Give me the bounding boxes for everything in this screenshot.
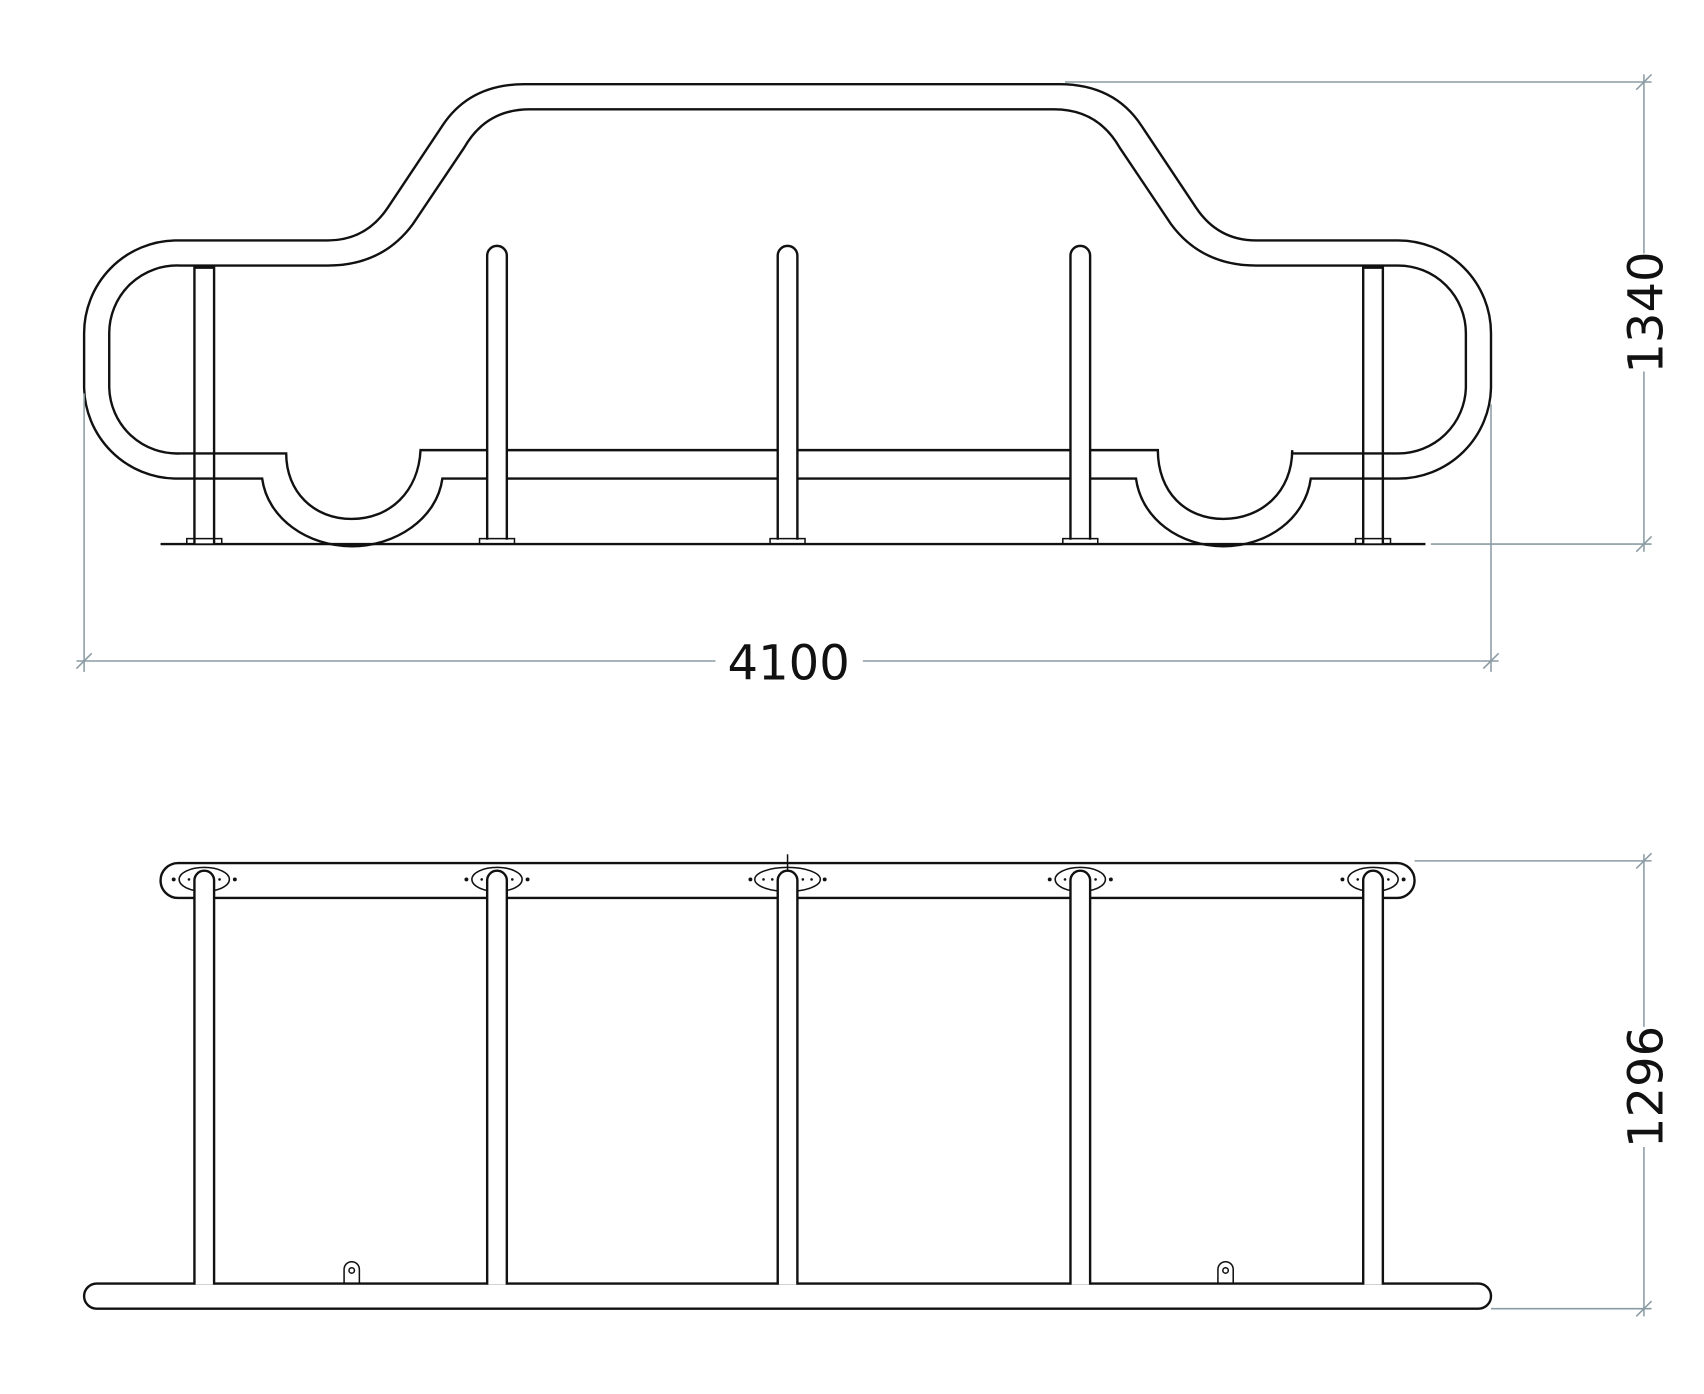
side-view <box>82 83 1493 548</box>
bolt-hole <box>1387 878 1390 881</box>
top-post <box>776 869 799 1285</box>
bolt-hole <box>748 877 753 882</box>
top-posts <box>171 866 1406 1285</box>
top-post <box>1069 869 1092 1285</box>
top-post <box>485 869 509 1285</box>
top-dimensions: 1296 <box>1414 852 1674 1317</box>
width-dimension-label: 4100 <box>728 636 850 692</box>
car-outline-outer <box>82 83 1493 548</box>
bolt-hole <box>770 878 774 881</box>
side-posts <box>186 266 1392 545</box>
height-dimension-label: 1340 <box>1618 251 1674 373</box>
bolt-hole <box>1063 878 1067 881</box>
bolt-hole <box>1047 877 1052 882</box>
base-plate <box>1062 537 1099 545</box>
side-post <box>193 266 216 545</box>
top-post <box>193 869 216 1285</box>
bolt-hole <box>218 878 221 881</box>
front-bar <box>82 1282 1493 1310</box>
side-post <box>485 244 509 540</box>
bolt-hole <box>171 877 176 882</box>
anchor-tab <box>1217 1261 1234 1284</box>
side-post <box>1361 266 1385 545</box>
bolt-hole <box>822 877 827 882</box>
bolt-hole <box>480 878 484 881</box>
base-plate <box>478 537 516 545</box>
base-plate <box>186 537 223 545</box>
bolt-hole <box>1401 877 1406 882</box>
base-plate <box>769 537 806 545</box>
bolt-hole <box>1094 878 1097 881</box>
bolt-hole <box>464 877 469 882</box>
top-view <box>82 854 1493 1310</box>
side-post <box>776 244 799 540</box>
base-plate <box>1354 537 1392 545</box>
side-dimensions: 4100 1340 <box>75 73 1674 692</box>
bolt-hole <box>1356 878 1360 881</box>
car-outline-inner <box>108 108 1468 521</box>
bolt-hole <box>1108 877 1113 882</box>
bolt-hole <box>525 877 530 882</box>
bolt-hole <box>801 878 805 881</box>
bolt-hole <box>1340 877 1345 882</box>
top-post <box>1361 869 1385 1285</box>
bolt-hole <box>810 878 813 881</box>
bolt-hole <box>187 878 191 881</box>
bolt-hole <box>232 877 237 882</box>
bolt-hole <box>762 878 765 881</box>
depth-dimension-label: 1296 <box>1618 1026 1674 1148</box>
bolt-hole <box>510 878 514 881</box>
side-post <box>1069 244 1092 540</box>
side-posts-visible <box>478 244 1099 545</box>
anchor-tab <box>343 1261 361 1284</box>
